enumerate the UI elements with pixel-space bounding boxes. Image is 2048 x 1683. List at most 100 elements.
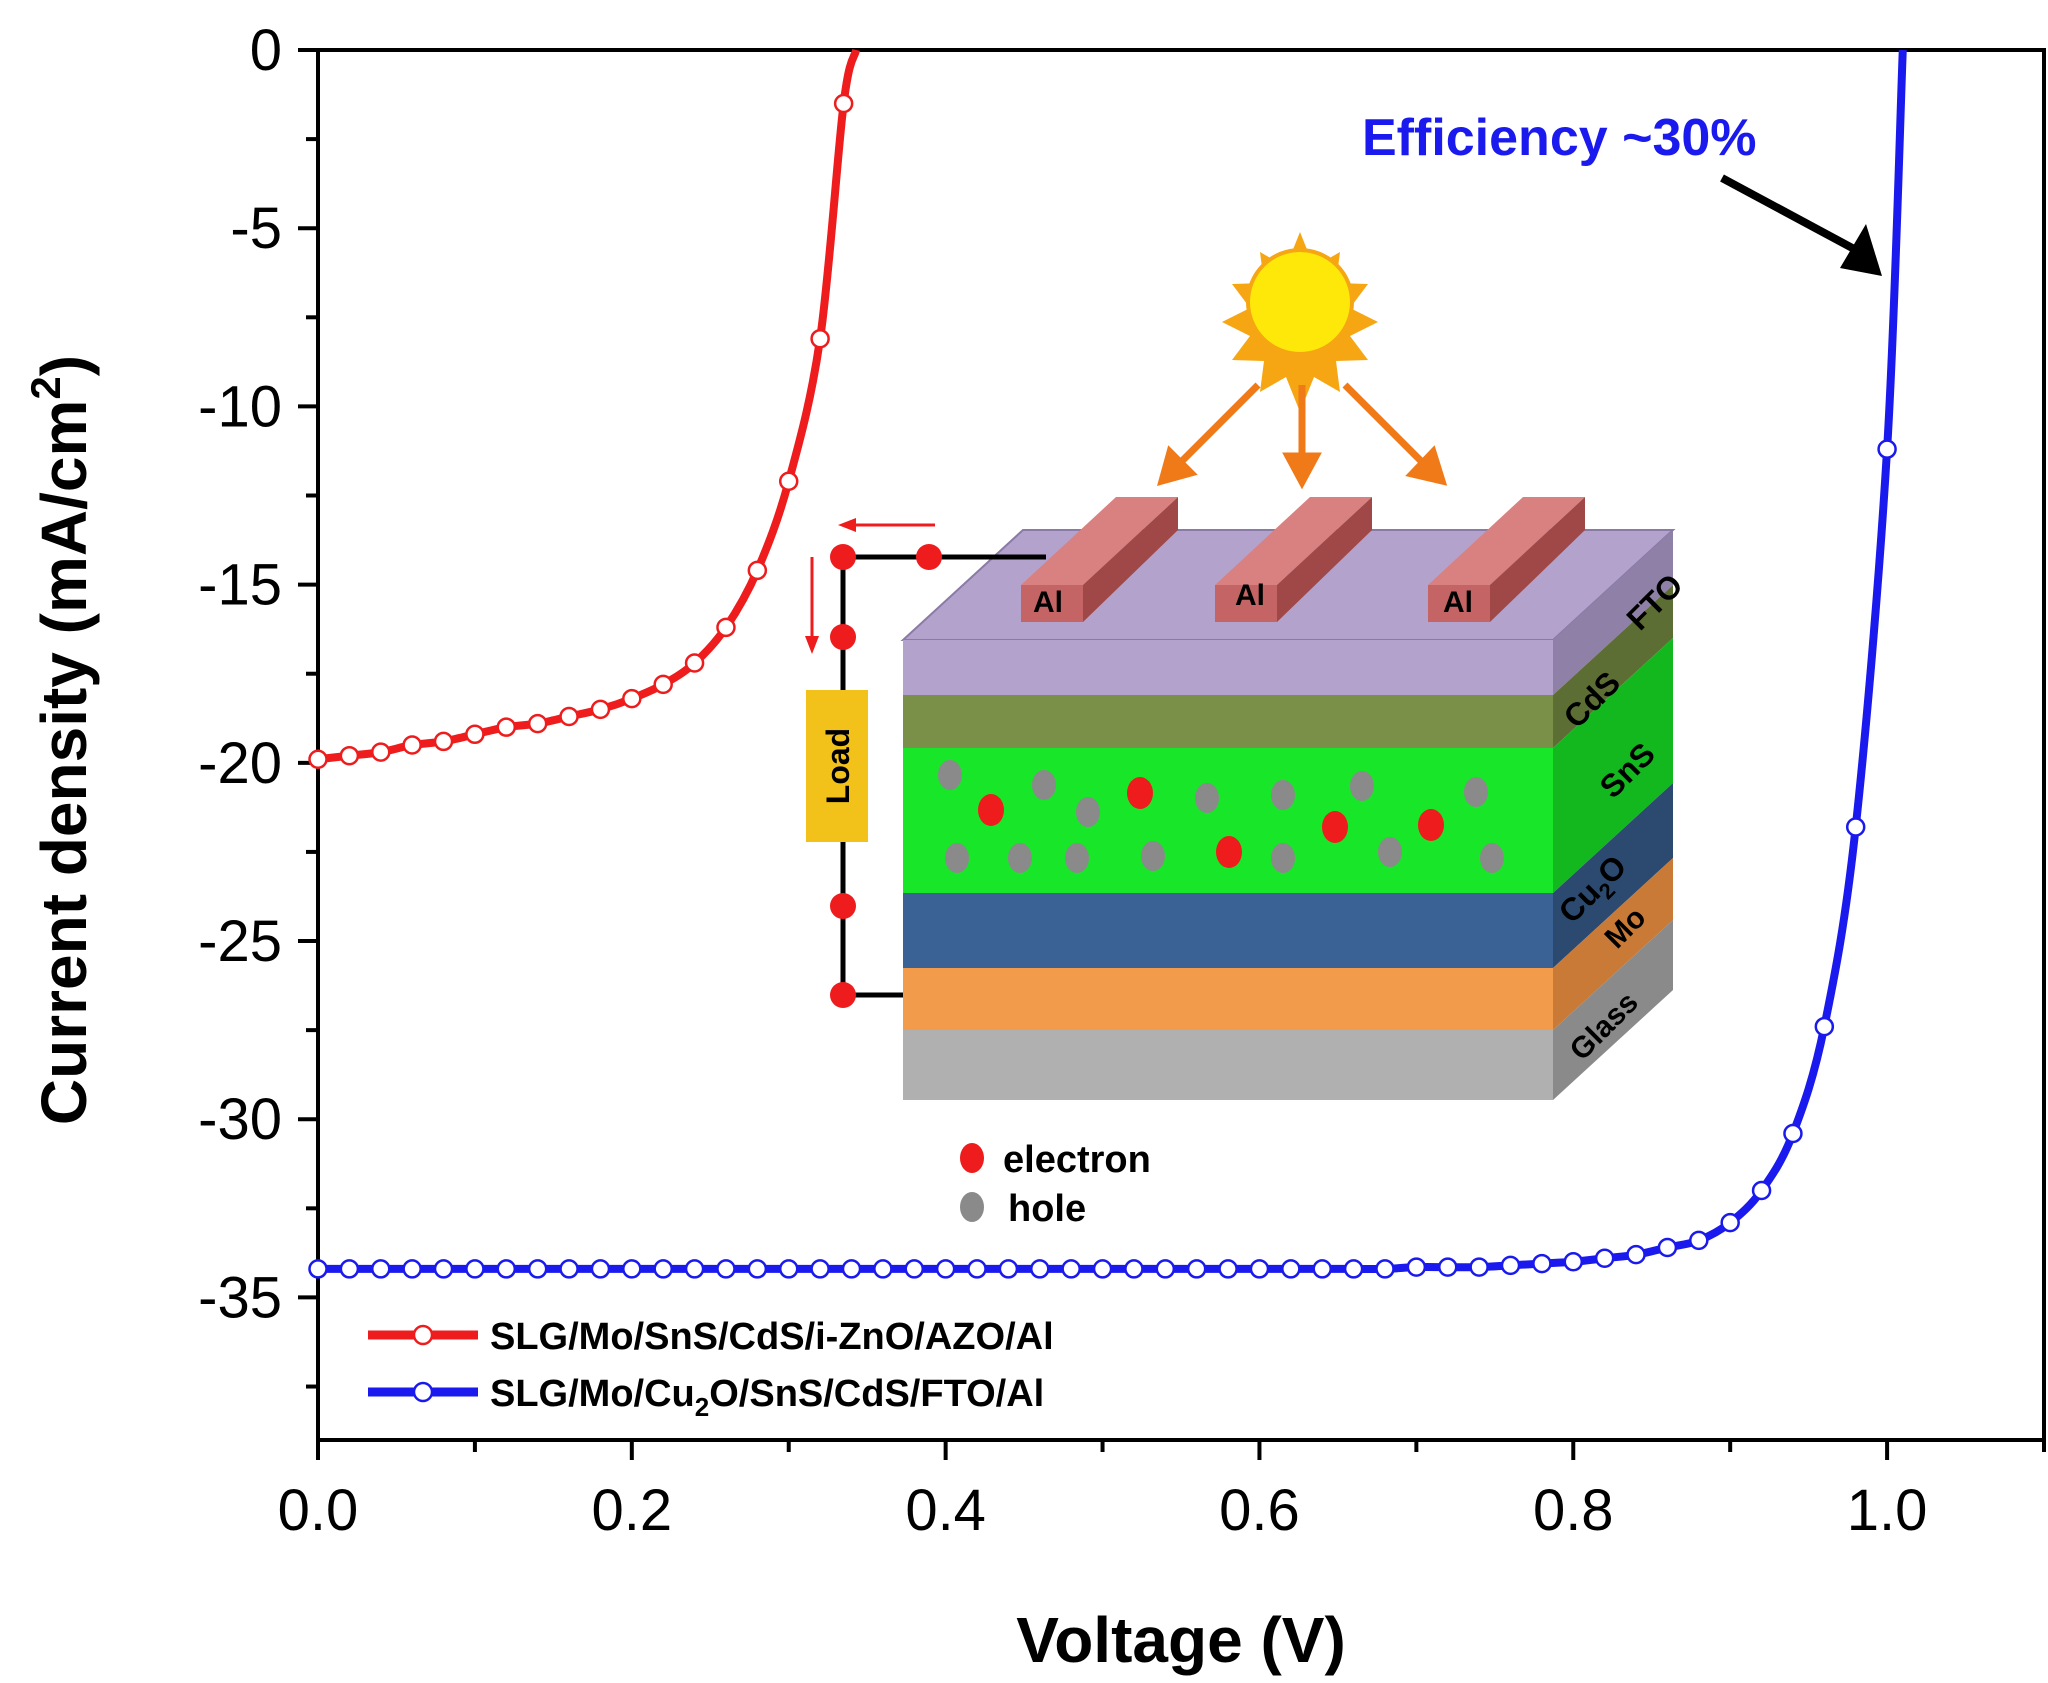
data-point <box>1657 1237 1678 1258</box>
current-arrow-left-head <box>805 636 819 654</box>
y-tick-label: -30 <box>198 1087 282 1152</box>
electron-legend-label: electron <box>1003 1139 1151 1181</box>
electron-dot <box>978 794 1004 826</box>
electron-dot <box>1322 811 1348 843</box>
load-box <box>806 690 868 842</box>
hole-dot <box>1141 841 1165 871</box>
legend: SLG/Mo/SnS/CdS/i-ZnO/AZO/Al SLG/Mo/Cu2O/… <box>368 1316 1054 1422</box>
glass-layer <box>903 1030 1553 1100</box>
x-tick-label: 0.2 <box>591 1478 672 1543</box>
data-point <box>1783 1123 1803 1144</box>
hole-dot <box>1032 770 1056 800</box>
data-point <box>1594 1248 1615 1268</box>
al-contact-1-side <box>1083 497 1178 622</box>
data-point <box>684 1259 705 1279</box>
series-layer <box>308 48 1907 1279</box>
data-point <box>716 1259 736 1279</box>
data-point <box>308 749 328 770</box>
hole-dot <box>1378 837 1402 867</box>
data-point <box>684 653 705 673</box>
data-point <box>778 471 799 492</box>
fto-layer <box>903 640 1553 695</box>
al-contact-3-label: Al <box>1443 586 1473 619</box>
data-point <box>371 1259 391 1279</box>
efficiency-arrow-head <box>1840 224 1882 276</box>
data-point <box>1814 1016 1835 1037</box>
data-point <box>339 1259 360 1279</box>
light-arrow-center-head <box>1282 452 1322 490</box>
hole-dot <box>1464 777 1488 807</box>
data-point <box>935 1259 956 1279</box>
data-point <box>1249 1259 1270 1279</box>
hole-legend-marker <box>960 1192 984 1222</box>
hole-dot <box>1008 843 1032 873</box>
external-circuit: Load <box>805 518 1046 1008</box>
cds-side <box>1553 585 1673 748</box>
fto-side <box>1553 530 1673 695</box>
al-contact-2-label: Al <box>1235 579 1265 612</box>
legend-label-blue-main: SLG/Mo/Cu <box>490 1373 695 1415</box>
data-point <box>371 742 391 762</box>
electron-dot <box>1418 809 1444 841</box>
y-tick-label: -35 <box>198 1265 282 1330</box>
sun-disc <box>1246 248 1354 356</box>
data-point <box>339 745 360 766</box>
cds-layer <box>903 695 1553 748</box>
hole-dot <box>945 843 969 873</box>
data-point <box>1155 1259 1176 1279</box>
light-arrows <box>1156 382 1448 490</box>
data-point <box>433 1259 454 1279</box>
al-contact-2-side <box>1277 497 1372 622</box>
al-contacts: Al Al Al <box>1021 497 1585 622</box>
data-point <box>653 1259 673 1279</box>
circuit-electron-2 <box>830 544 856 570</box>
data-point <box>622 1259 642 1279</box>
al-contact-1-label: Al <box>1033 586 1063 619</box>
current-arrow-top-head <box>838 518 856 532</box>
solar-cell-schematic: Al Al Al FTO CdS SnS Cu2O Mo Glass Load <box>805 232 1690 1230</box>
data-point <box>433 731 454 752</box>
data-point <box>1281 1259 1301 1279</box>
x-axis-title: Voltage (V) <box>1016 1604 1346 1676</box>
data-point <box>1845 817 1866 837</box>
light-arrow-left <box>1175 382 1261 468</box>
hole-dot <box>1480 843 1504 873</box>
data-point <box>1030 1259 1050 1279</box>
hole-dot <box>1271 843 1295 873</box>
load-label: Load <box>820 728 856 804</box>
hole-dot <box>1065 843 1089 873</box>
data-point <box>1500 1255 1521 1276</box>
al-contact-3-front <box>1428 585 1490 622</box>
x-tick-label: 1.0 <box>1847 1478 1928 1543</box>
data-point <box>1751 1180 1772 1201</box>
data-point <box>904 1259 925 1279</box>
data-point <box>590 1259 611 1279</box>
carrier-legend: electron hole <box>960 1139 1151 1230</box>
data-point <box>998 1259 1019 1279</box>
cu2o-layer <box>903 893 1553 968</box>
hole-dot <box>1195 783 1219 813</box>
data-point <box>1061 1259 1081 1279</box>
y-tick-label: 0 <box>250 18 282 83</box>
ticks <box>298 48 2046 1460</box>
efficiency-arrow-shaft <box>1720 174 1858 254</box>
data-point <box>1469 1257 1489 1277</box>
data-point <box>1375 1259 1395 1279</box>
data-point <box>465 1259 485 1279</box>
y-tick-label: -15 <box>198 553 282 618</box>
data-point <box>833 93 854 114</box>
data-point <box>1720 1212 1740 1233</box>
y-tick-label: -5 <box>230 196 282 261</box>
data-point <box>1092 1259 1113 1279</box>
data-point <box>873 1259 893 1279</box>
al-contact-2-front <box>1215 585 1277 622</box>
circuit-wire-bottom <box>840 842 903 998</box>
data-point <box>747 1259 768 1279</box>
data-point <box>402 735 422 755</box>
data-point <box>1626 1244 1646 1265</box>
data-point <box>590 699 611 720</box>
hole-legend-label: hole <box>1008 1188 1086 1230</box>
data-point <box>653 674 673 695</box>
